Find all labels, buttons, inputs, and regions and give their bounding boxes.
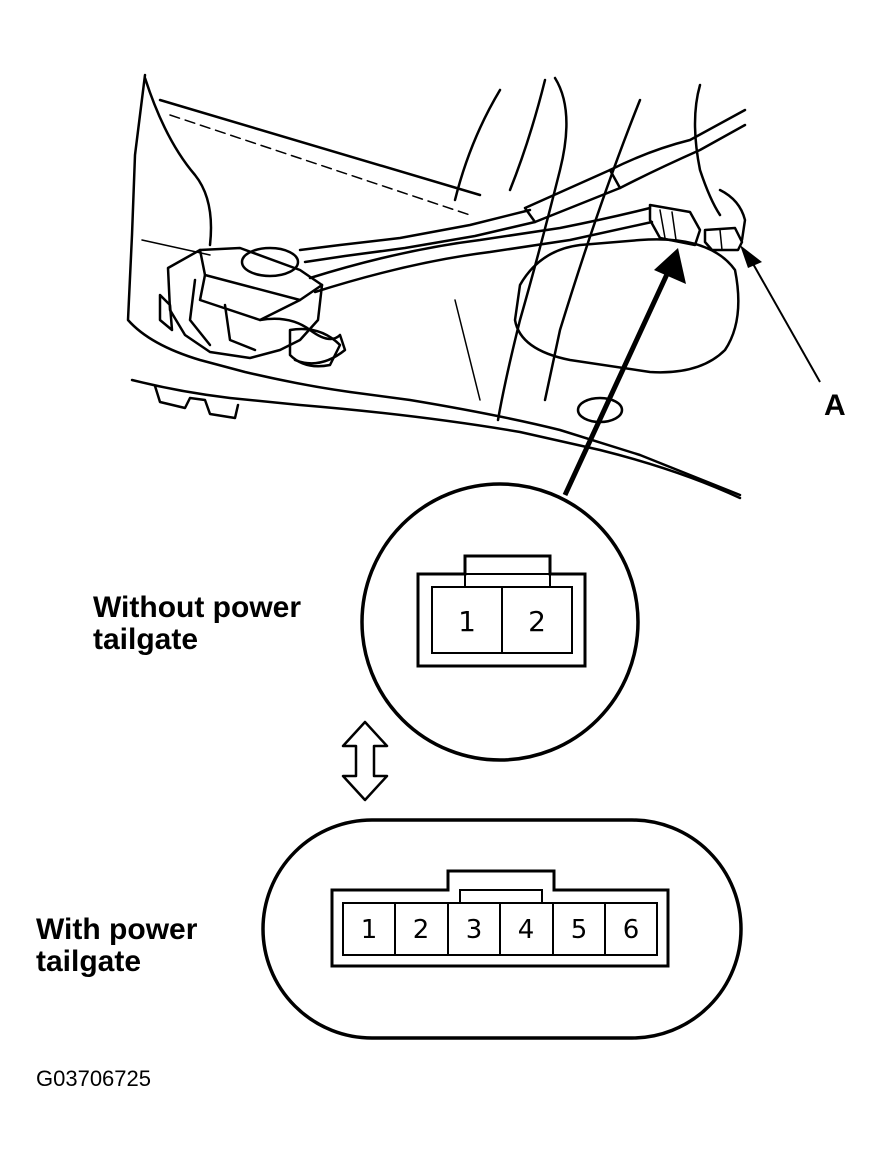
connector-pin-2: 2 xyxy=(413,915,430,945)
callout-leader-a xyxy=(740,245,821,383)
with-power-tailgate-label: With power tailgate xyxy=(36,914,197,977)
detail-oval-with-power-tailgate: 1 2 3 4 5 6 xyxy=(261,818,743,1040)
vehicle-body-illustration xyxy=(126,73,747,500)
detail-circle-without-power-tailgate: 1 2 xyxy=(360,482,640,762)
detail-leader-arrow xyxy=(562,248,686,497)
with-label-line-2: tailgate xyxy=(36,944,142,978)
connector-2-pin-face: 1 2 xyxy=(416,554,587,668)
without-label-line-1: Without power xyxy=(93,591,302,624)
connector-pin-2: 2 xyxy=(528,605,546,638)
without-label-line-2: tailgate xyxy=(93,622,199,656)
connector-pin-1: 1 xyxy=(361,915,378,945)
connector-pin-5: 5 xyxy=(571,915,588,945)
connector-pin-6: 6 xyxy=(623,915,640,945)
callout-label-a: A xyxy=(824,389,846,422)
figure-id: G03706725 xyxy=(36,1066,151,1091)
connector-6-pin-face: 1 2 3 4 5 6 xyxy=(330,869,670,968)
connector-pin-1: 1 xyxy=(458,605,476,638)
swap-double-arrow-icon xyxy=(341,720,389,802)
connector-pin-3: 3 xyxy=(466,915,483,945)
with-label-line-1: With power xyxy=(36,913,198,946)
connector-pin-4: 4 xyxy=(518,915,535,945)
without-power-tailgate-label: Without power tailgate xyxy=(93,592,301,655)
